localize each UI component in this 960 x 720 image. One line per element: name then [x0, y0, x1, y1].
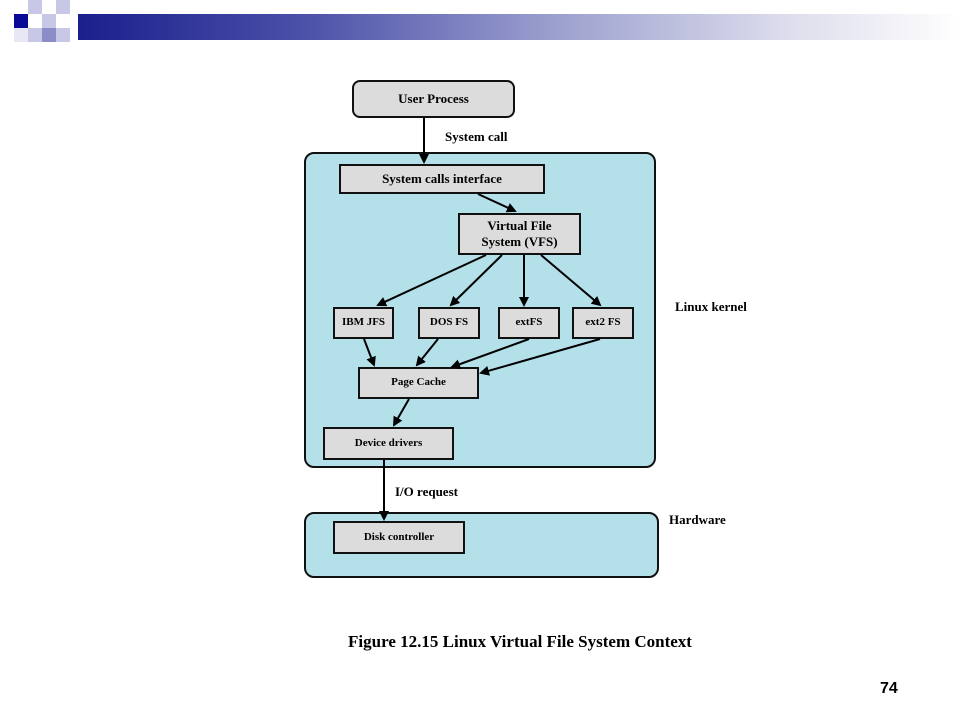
- figure-caption: Figure 12.15 Linux Virtual File System C…: [348, 632, 692, 651]
- header-decor-square: [56, 28, 70, 42]
- system-call-label: System call: [445, 129, 508, 144]
- header-decor-square: [28, 0, 42, 14]
- disk-controller-box: Disk controller: [333, 521, 465, 554]
- linux-kernel-label: Linux kernel: [675, 299, 747, 314]
- header-decor-square: [14, 14, 28, 28]
- header-decor-square: [14, 28, 28, 42]
- header-decor-square: [42, 14, 56, 28]
- page-cache-box: Page Cache: [358, 367, 479, 399]
- fs-label-ext2fs: ext2 FS: [585, 316, 621, 329]
- fs-box-extfs: extFS: [498, 307, 560, 339]
- fs-label-ibm-jfs: IBM JFS: [341, 316, 386, 329]
- header-decor-square: [28, 28, 42, 42]
- fs-label-extfs: extFS: [515, 316, 543, 329]
- user-process-box: User Process: [352, 80, 515, 118]
- fs-box-dos-fs: DOS FS: [418, 307, 480, 339]
- io-request-label: I/O request: [395, 484, 458, 499]
- user-process-label: User Process: [398, 91, 469, 107]
- hardware-label: Hardware: [669, 512, 726, 527]
- fs-label-dos-fs: DOS FS: [429, 316, 469, 329]
- header-gradient-bar: [78, 14, 960, 40]
- disk-controller-label: Disk controller: [363, 530, 435, 543]
- page-number: 74: [880, 680, 898, 697]
- fs-box-ext2fs: ext2 FS: [572, 307, 634, 339]
- header-decor-square: [42, 28, 56, 42]
- vfs-box: Virtual File System (VFS): [458, 213, 581, 255]
- header-decor-square: [56, 0, 70, 14]
- device-drivers-box: Device drivers: [323, 427, 454, 460]
- vfs-label-line1: Virtual File: [487, 218, 552, 234]
- fs-box-ibm-jfs: IBM JFS: [333, 307, 394, 339]
- page-cache-label: Page Cache: [391, 376, 446, 389]
- system-calls-interface-label: System calls interface: [382, 171, 502, 187]
- system-calls-interface-box: System calls interface: [339, 164, 545, 194]
- vfs-label-line2: System (VFS): [481, 234, 558, 249]
- device-drivers-label: Device drivers: [354, 436, 423, 449]
